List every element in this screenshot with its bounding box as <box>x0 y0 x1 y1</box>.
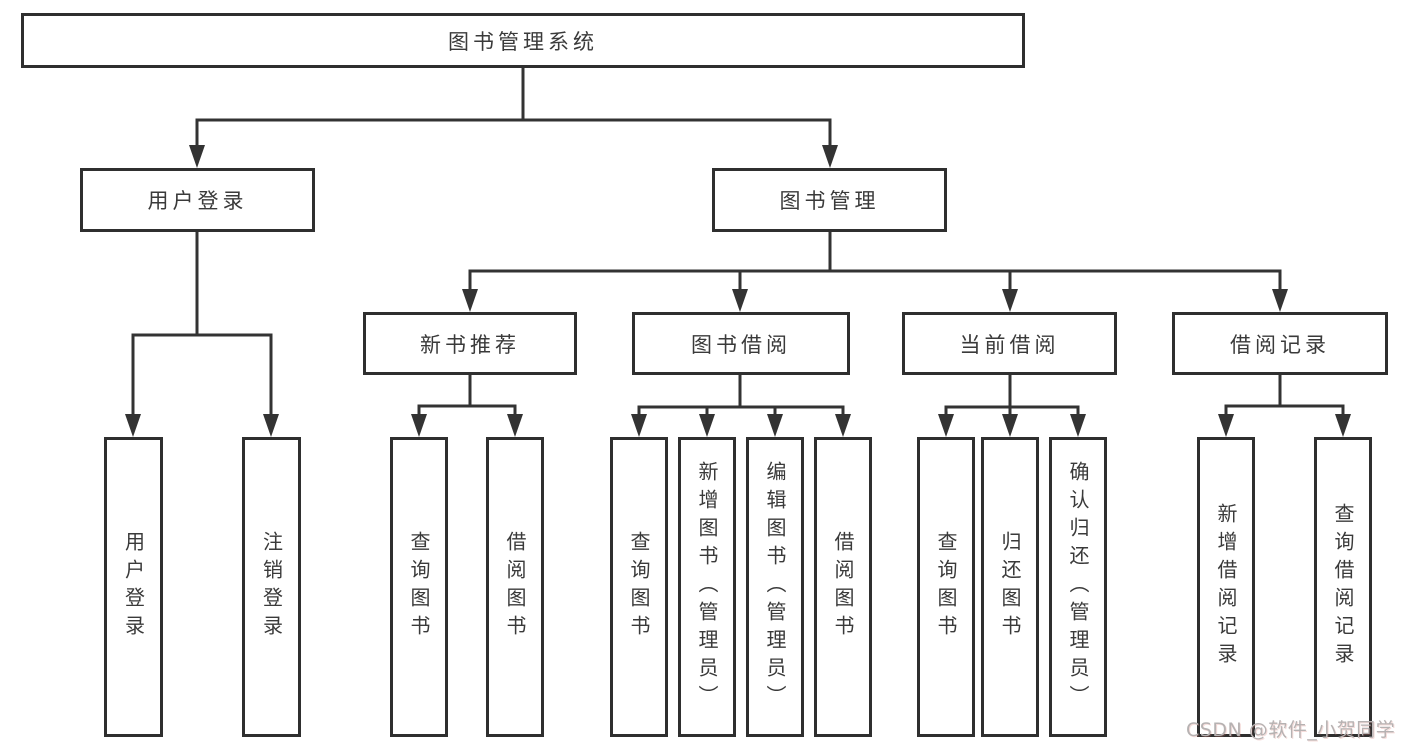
arrow-down-icon <box>189 145 205 168</box>
node-cb-confirm-return-admin: 确认归还（管理员） <box>1049 437 1107 737</box>
node-book-borrow-label: 图书借阅 <box>691 332 791 357</box>
arrow-down-icon <box>835 414 851 437</box>
arrow-down-icon <box>822 145 838 168</box>
node-new-book-recommend-label: 新书推荐 <box>420 332 520 357</box>
node-bb-borrow-books-label: 借阅图书 <box>831 531 855 643</box>
node-cb-return-books-label: 归还图书 <box>998 531 1022 643</box>
node-leaf-logout-label: 注销登录 <box>259 531 284 643</box>
node-new-book-recommend: 新书推荐 <box>363 312 577 375</box>
node-bb-edit-books-admin-label: 编辑图书（管理员） <box>763 461 787 713</box>
node-bb-borrow-books: 借阅图书 <box>814 437 872 737</box>
node-br-add-record: 新增借阅记录 <box>1197 437 1255 737</box>
arrow-down-icon <box>732 289 748 312</box>
node-current-borrow-label: 当前借阅 <box>959 332 1060 357</box>
connector-user-login <box>131 230 273 417</box>
arrowheads <box>125 145 1351 437</box>
arrow-down-icon <box>631 414 647 437</box>
arrow-down-icon <box>767 414 783 437</box>
node-book-management: 图书管理 <box>712 168 947 232</box>
node-borrow-records: 借阅记录 <box>1172 312 1388 375</box>
node-cb-return-books: 归还图书 <box>981 437 1039 737</box>
connector-root <box>195 64 832 149</box>
node-bb-query-books-label: 查询图书 <box>627 531 651 643</box>
arrow-down-icon <box>263 414 279 437</box>
node-bb-add-books-admin-label: 新增图书（管理员） <box>695 461 719 713</box>
arrow-down-icon <box>699 414 715 437</box>
node-cb-confirm-return-admin-label: 确认归还（管理员） <box>1066 461 1090 713</box>
connector-current-borrow <box>944 373 1080 417</box>
arrow-down-icon <box>1070 414 1086 437</box>
node-root: 图书管理系统 <box>21 13 1025 68</box>
node-br-add-record-label: 新增借阅记录 <box>1214 503 1238 671</box>
node-root-label: 图书管理系统 <box>448 29 598 54</box>
arrow-down-icon <box>462 289 478 312</box>
arrow-down-icon <box>1218 414 1234 437</box>
node-br-query-record: 查询借阅记录 <box>1314 437 1372 737</box>
arrow-down-icon <box>938 414 954 437</box>
watermark: CSDN @软件_小贺同学 <box>1186 719 1396 741</box>
node-leaf-user-login: 用户登录 <box>104 437 163 737</box>
arrow-down-icon <box>411 414 427 437</box>
arrow-down-icon <box>125 414 141 437</box>
arrow-down-icon <box>1272 289 1288 312</box>
connector-book-management <box>468 230 1282 293</box>
node-nb-borrow-books: 借阅图书 <box>486 437 544 737</box>
node-leaf-user-login-label: 用户登录 <box>121 531 146 643</box>
node-user-login-label: 用户登录 <box>147 189 248 213</box>
node-leaf-logout: 注销登录 <box>242 437 301 737</box>
node-nb-borrow-books-label: 借阅图书 <box>503 531 527 643</box>
node-current-borrow: 当前借阅 <box>902 312 1117 375</box>
node-bb-edit-books-admin: 编辑图书（管理员） <box>746 437 804 737</box>
connector-borrow-records <box>1224 373 1345 417</box>
node-cb-query-books-label: 查询图书 <box>934 531 958 643</box>
node-nb-query-books: 查询图书 <box>390 437 448 737</box>
node-nb-query-books-label: 查询图书 <box>407 531 431 643</box>
node-book-management-label: 图书管理 <box>779 189 880 213</box>
node-br-query-record-label: 查询借阅记录 <box>1331 503 1355 671</box>
node-cb-query-books: 查询图书 <box>917 437 975 737</box>
node-bb-add-books-admin: 新增图书（管理员） <box>678 437 736 737</box>
arrow-down-icon <box>1002 414 1018 437</box>
connector-new-book-recommend <box>417 373 517 417</box>
arrow-down-icon <box>507 414 523 437</box>
arrow-down-icon <box>1002 289 1018 312</box>
node-borrow-records-label: 借阅记录 <box>1230 332 1330 357</box>
node-book-borrow: 图书借阅 <box>632 312 850 375</box>
node-bb-query-books: 查询图书 <box>610 437 668 737</box>
node-user-login: 用户登录 <box>80 168 315 232</box>
arrow-down-icon <box>1335 414 1351 437</box>
connector-book-borrow <box>637 373 845 417</box>
